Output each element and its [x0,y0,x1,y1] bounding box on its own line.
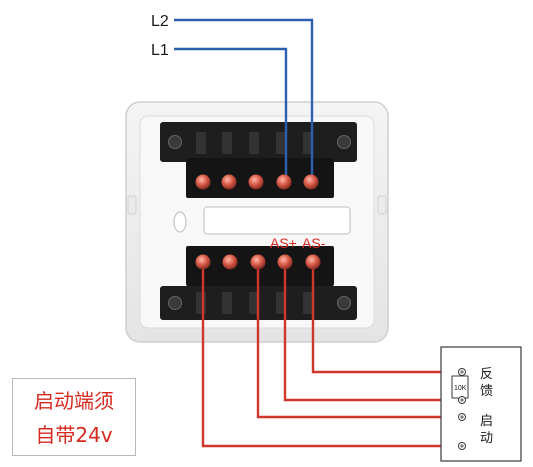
l1-label: L1 [151,42,169,59]
as-plus-label: AS+ [270,235,297,251]
feedback-label-2: 馈 [480,384,493,399]
wire-l2 [174,18,314,182]
bottom-right-screw [337,296,351,310]
mounting-slot [203,206,351,235]
device-box [440,346,522,462]
bottom-terminal-3 [250,254,266,270]
top-terminal-1 [195,174,211,190]
top-right-screw [337,135,351,149]
resistor-label: 10K [454,385,467,392]
start-label-1: 启 [480,414,493,429]
wire-as-minus [311,262,458,374]
mounting-hole [173,211,187,233]
wire-start-1 [256,262,458,419]
bottom-terminal-1 [195,254,211,270]
top-terminal-2 [221,174,237,190]
external-device: 10K 反 馈 启 动 [440,346,522,462]
wire-l1 [174,47,288,182]
top-screws [195,174,319,190]
as-minus-label: AS- [302,235,326,251]
blue-wires [174,18,314,182]
top-terminal-3 [248,174,264,190]
bottom-screws [195,254,321,270]
start-label-2: 动 [480,431,493,446]
feedback-label-1: 反 [480,367,493,382]
top-terminal-4 [276,174,292,190]
wire-as-plus [283,262,458,402]
bottom-terminal-2 [222,254,238,270]
bottom-left-screw [168,296,182,310]
l2-label: L2 [151,13,169,30]
note-box: 启动端须 自带24v [12,378,136,456]
bottom-terminal-4 [277,254,293,270]
red-wires [201,262,458,448]
bottom-terminal-5 [305,254,321,270]
top-terminal-5 [303,174,319,190]
top-left-screw [168,135,182,149]
wire-start-2 [201,262,458,448]
top-terminal-block [160,122,357,198]
note-line-1: 启动端须 [34,389,114,413]
note-line-2: 自带24v [35,423,113,447]
